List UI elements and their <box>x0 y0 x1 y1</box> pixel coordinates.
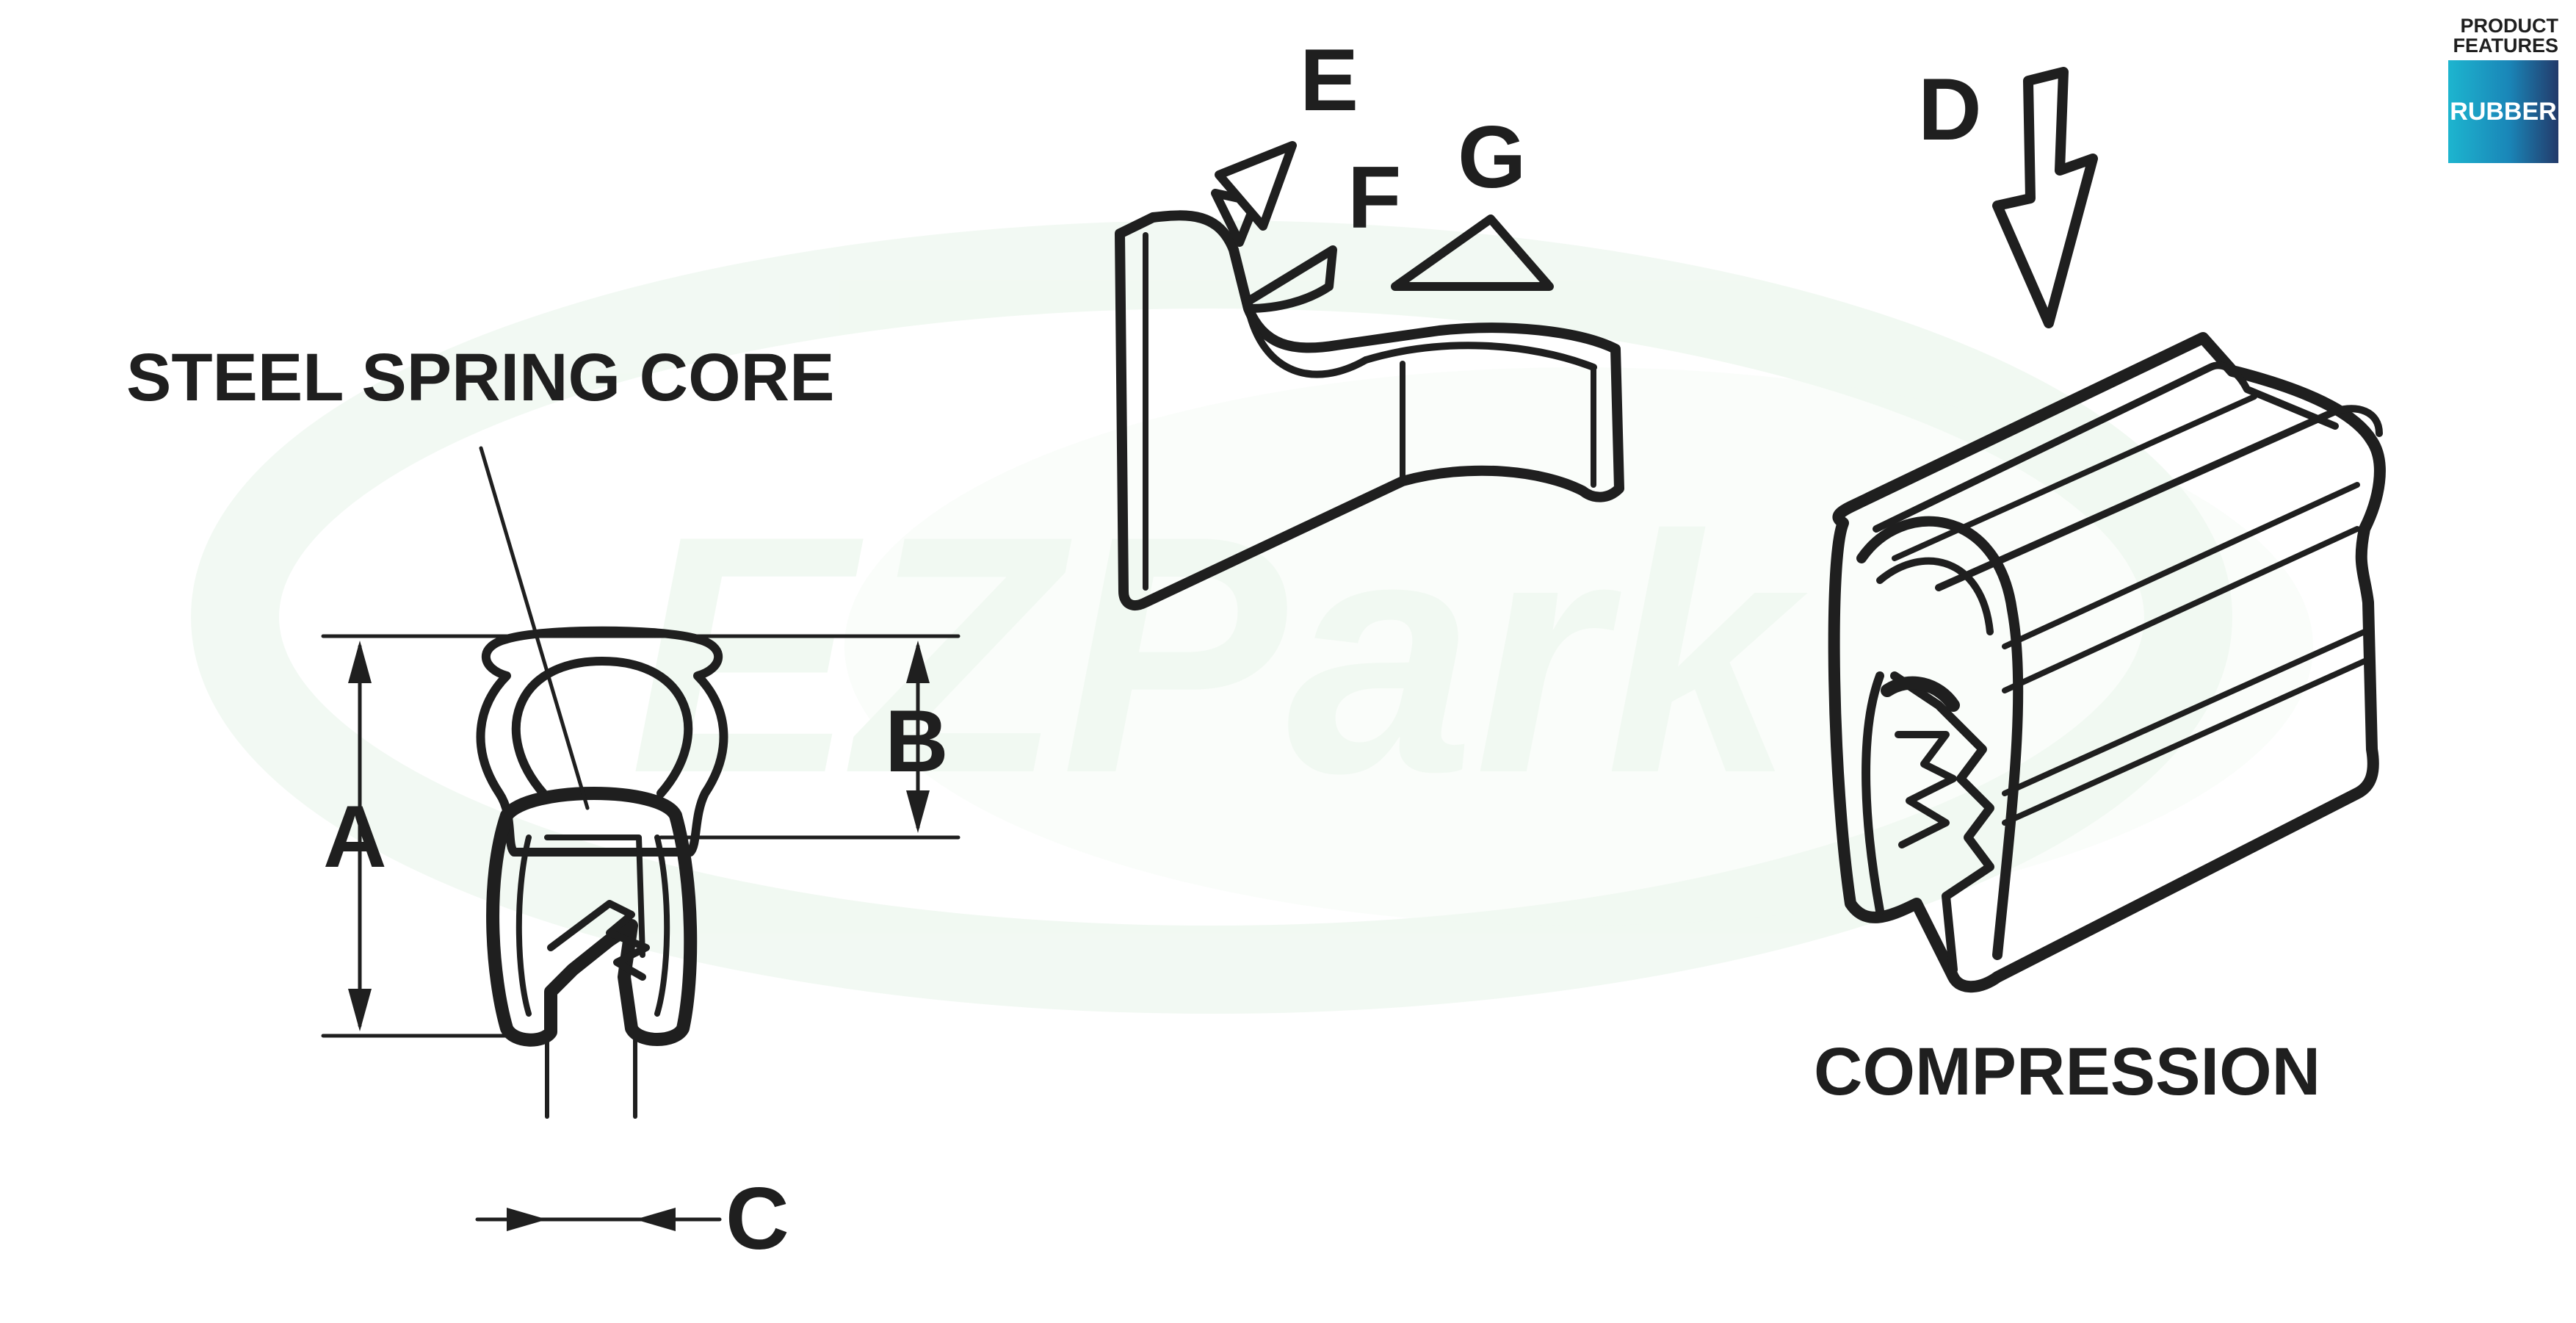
label-dimension-e: E <box>1300 31 1358 129</box>
label-dimension-c: C <box>726 1169 789 1268</box>
cross-section-profile <box>321 446 960 1231</box>
rubber-chip-label: RUBBER <box>2450 97 2557 126</box>
label-dimension-d: D <box>1918 60 1982 159</box>
compression-view <box>1828 67 2386 993</box>
badge-title-line1: PRODUCT <box>2460 15 2559 37</box>
watermark-text: EZPark <box>629 466 1812 843</box>
label-dimension-f: F <box>1347 148 1401 247</box>
label-steel-spring-core: STEEL SPRING CORE <box>126 340 834 415</box>
label-dimension-g: G <box>1458 108 1526 206</box>
watermark-logo: EZPark <box>191 220 2232 1014</box>
label-dimension-a: A <box>323 787 387 886</box>
label-dimension-b: B <box>885 692 949 790</box>
rubber-feature-chip: RUBBER <box>2448 60 2558 163</box>
label-compression: COMPRESSION <box>1814 1034 2320 1109</box>
badge-title-line2: FEATURES <box>2453 35 2558 57</box>
flange-section <box>1115 141 1624 610</box>
product-features-badge: PRODUCT FEATURES RUBBER <box>2448 16 2558 163</box>
